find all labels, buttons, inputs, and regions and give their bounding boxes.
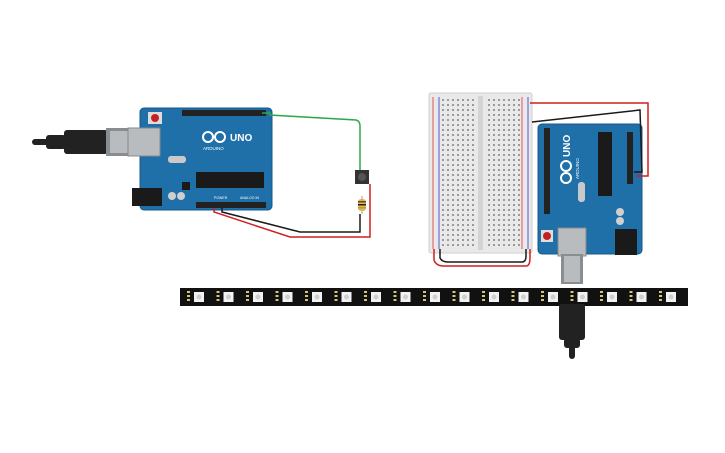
usb-cable-right[interactable] [559,254,585,359]
crystal-left [168,156,186,163]
crystal-right [578,182,585,202]
power-jack-right [615,229,637,255]
analog-header-label-left: ANALOG IN [240,196,260,200]
board-model-label-left: UNO [230,133,252,144]
arduino-logo-right: UNO ARDUINO [560,135,580,184]
arduino-logo-left: UNO ARDUINO [202,131,252,151]
breadboard-holes[interactable] [442,99,520,246]
digital-header-left [182,110,266,116]
breadboard[interactable] [428,92,533,254]
arduino-board-right[interactable]: UNO ARDUINO [537,123,643,257]
board-brand-label-right: ARDUINO [575,158,580,179]
pushbutton[interactable] [355,170,369,184]
led-strip[interactable] [180,288,688,306]
digital-header-right [544,128,550,214]
capacitor-left-2 [177,192,185,200]
wire-red-rail-jumper[interactable] [433,249,531,267]
capacitor-left-1 [168,192,176,200]
power-jack-left [132,188,162,206]
usb-cable-left[interactable] [32,128,140,156]
wire-red-5v-right[interactable] [530,102,649,177]
power-header-label-left: POWER [214,196,228,200]
board-brand-label-left: ARDUINO [203,146,224,151]
power-header-right [627,132,633,184]
arduino-board-left[interactable]: UNO ARDUINO POWER ANALOG IN [127,107,273,211]
led-strip-icon [187,291,676,302]
capacitor-right-2 [616,217,624,225]
board-model-label-right: UNO [562,135,573,157]
wire-black-rail-jumper[interactable] [439,249,527,263]
wire-black-gnd-right[interactable] [531,109,643,173]
microcontroller-chip-right [598,132,612,196]
wire-green-signal[interactable] [262,112,361,170]
power-header-left [196,202,266,208]
microcontroller-chip-left [196,172,264,188]
usb-jack-right [557,227,587,257]
capacitor-right-1 [616,208,624,216]
wire-red-5v-left[interactable] [213,184,371,238]
resistor[interactable] [358,196,366,214]
wire-black-gnd-left[interactable] [221,208,361,233]
usb-jack-left [127,127,161,157]
